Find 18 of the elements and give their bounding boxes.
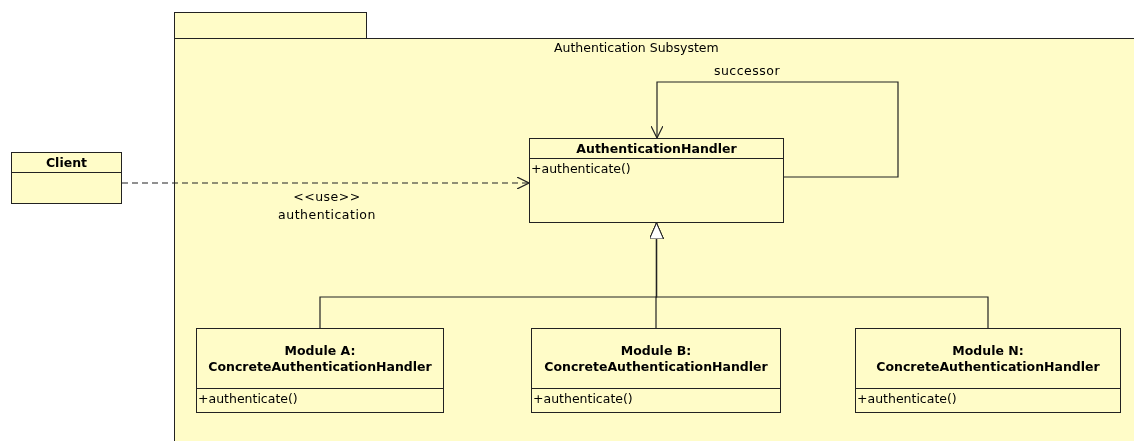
generalization-arrow xyxy=(649,222,989,329)
class-box xyxy=(855,328,1121,413)
class-operation: +authenticate() xyxy=(532,390,634,408)
class-name: Module N: ConcreteAuthenticationHandler xyxy=(875,342,1101,375)
class-name: AuthenticationHandler xyxy=(576,140,737,157)
class-operation: +authenticate() xyxy=(530,160,632,178)
dependency-arrow xyxy=(121,176,530,190)
package-title: Authentication Subsystem xyxy=(554,40,719,55)
class-box xyxy=(196,328,444,413)
class-operation: +authenticate() xyxy=(197,390,299,408)
class-box xyxy=(11,152,122,204)
class-name: Module A: ConcreteAuthenticationHandler xyxy=(207,342,433,375)
class-name: Module B: ConcreteAuthenticationHandler xyxy=(543,342,769,375)
association-arrow xyxy=(650,81,899,178)
class-box xyxy=(529,138,784,223)
class-name: Client xyxy=(45,154,88,171)
class-operation: +authenticate() xyxy=(856,390,958,408)
class-box xyxy=(531,328,781,413)
